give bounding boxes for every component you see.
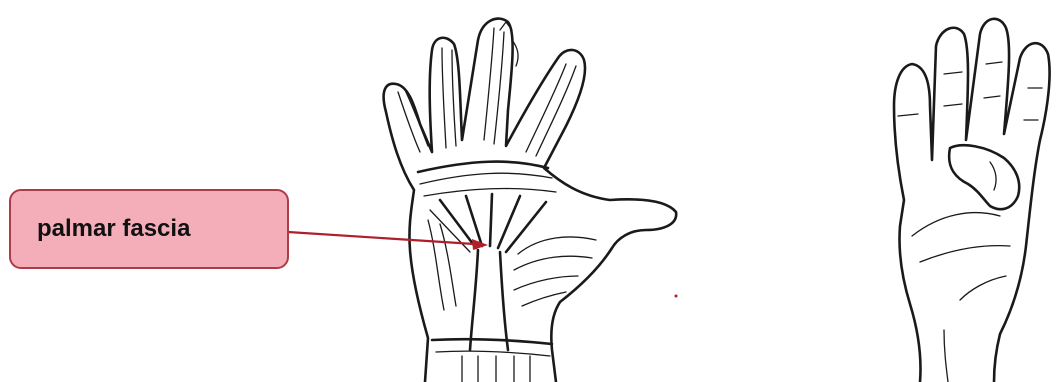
palmar-fascia-label: palmar fascia (37, 215, 190, 243)
stray-mark (675, 295, 678, 298)
hand-thumb-folded-icon (894, 19, 1050, 382)
dissected-palm-hand-icon (384, 19, 677, 382)
palmar-fascia-label-box: palmar fascia (9, 189, 289, 269)
